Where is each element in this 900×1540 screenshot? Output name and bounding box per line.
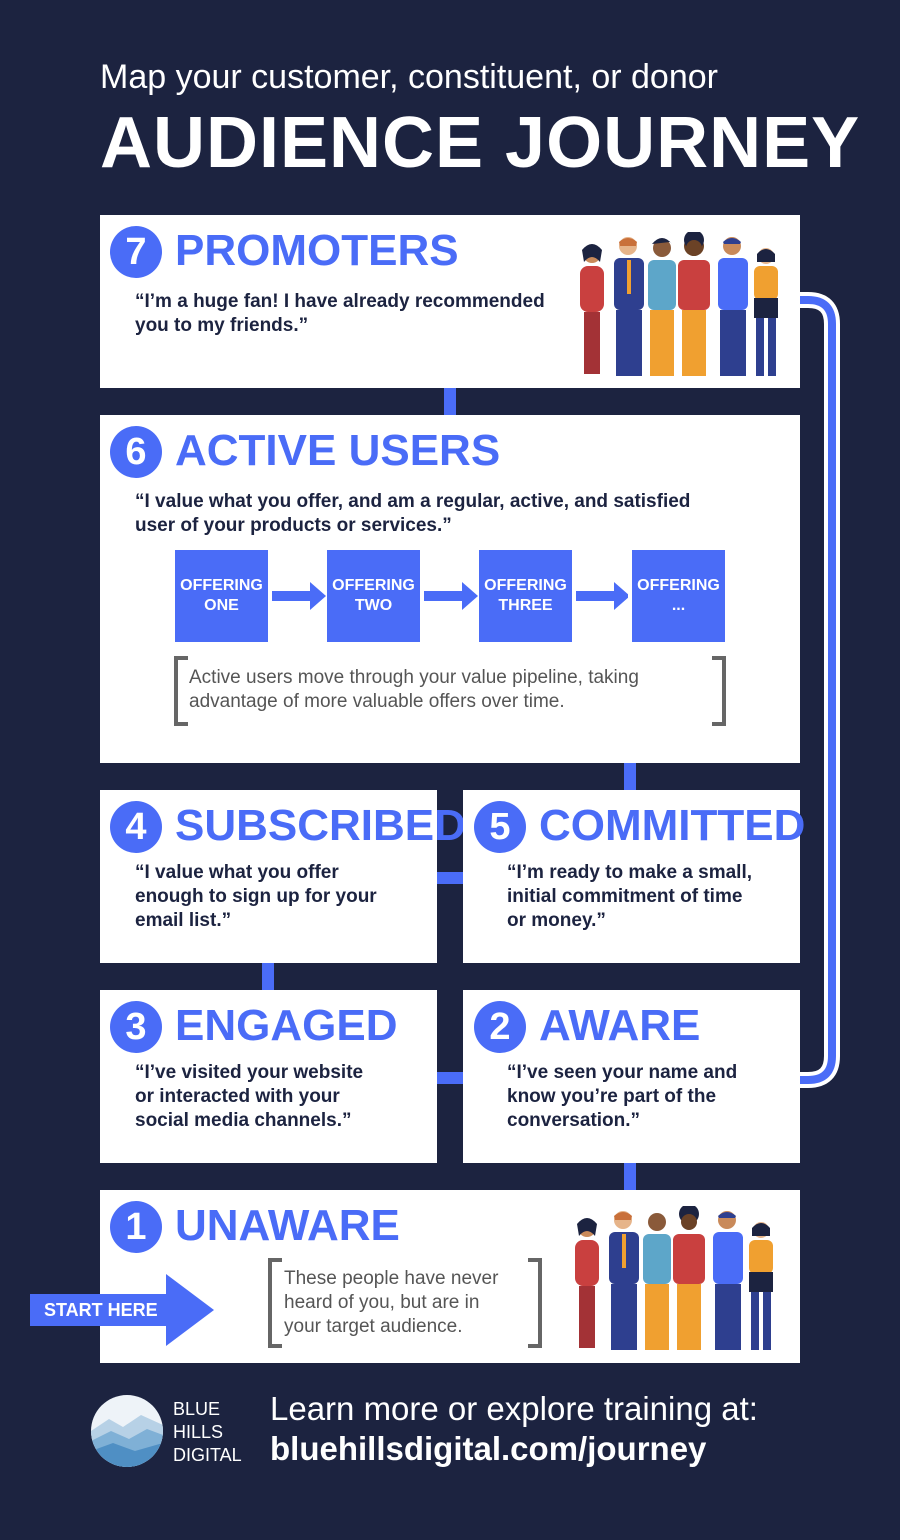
people-illustration — [580, 232, 778, 376]
person — [673, 1206, 705, 1350]
brand-name: BLUE — [173, 1399, 221, 1419]
person — [749, 1222, 773, 1350]
stage-quote: “I value what you offer — [135, 862, 339, 883]
stage-quote: “I’m a huge fan! I have already recommen… — [135, 291, 545, 312]
stage-name: UNAWARE — [175, 1201, 400, 1250]
stage-quote: email list.” — [135, 910, 232, 931]
offering-arrows — [272, 582, 628, 610]
offering-label: OFFERING — [332, 577, 415, 594]
stage-quote: enough to sign up for your — [135, 886, 377, 907]
offering-label: OFFERING — [484, 577, 567, 594]
stage-number: 4 — [110, 801, 162, 853]
offering-box: OFFERING ... — [632, 550, 725, 642]
offering-label: OFFERING — [180, 577, 263, 594]
journey-link[interactable]: bluehillsdigital.com/journey — [270, 1430, 707, 1467]
stage-quote: you to my friends.” — [135, 315, 309, 336]
stage-note: Active users move through your value pip… — [189, 667, 639, 688]
person — [575, 1218, 599, 1348]
offering-label: TWO — [354, 597, 393, 614]
stage-quote: “I’m ready to make a small, — [507, 862, 753, 883]
page-title: AUDIENCE JOURNEY — [100, 103, 861, 183]
stage-number: 7 — [110, 226, 162, 278]
offering-box: OFFERING TWO — [327, 550, 420, 642]
stage-quote: initial commitment of time — [507, 886, 743, 907]
stage-note: advantage of more valuable offers over t… — [189, 691, 565, 712]
stage-name: SUBSCRIBED — [175, 801, 466, 850]
loop-arrow-outline — [795, 292, 840, 1088]
learn-more-text: Learn more or explore training at: — [270, 1390, 758, 1427]
stage-name: PROMOTERS — [175, 226, 459, 275]
stage-name: ENGAGED — [175, 1001, 398, 1050]
stage-number: 5 — [474, 801, 526, 853]
brand-name: DIGITAL — [173, 1445, 242, 1465]
bracket — [268, 1258, 542, 1348]
stage-name: ACTIVE USERS — [175, 426, 501, 475]
stage-name: AWARE — [539, 1001, 701, 1050]
person — [609, 1211, 639, 1350]
loop-arrow — [795, 296, 836, 1084]
brand-name: HILLS — [173, 1422, 224, 1442]
stage-quote: know you’re part of the — [507, 1086, 717, 1107]
stage-note: These people have never — [284, 1268, 499, 1289]
stage-quote: social media channels.” — [135, 1110, 352, 1131]
stage-quote: “I’ve visited your website — [135, 1062, 364, 1083]
stage-number: 1 — [110, 1201, 162, 1253]
person — [643, 1213, 671, 1350]
offering-label: THREE — [498, 597, 553, 614]
stage-number: 6 — [110, 426, 162, 478]
brand-logo — [91, 1395, 163, 1467]
offering-label: ONE — [204, 597, 239, 614]
stage-quote: user of your products or services.” — [135, 515, 452, 536]
stage-number: 3 — [110, 1001, 162, 1053]
stage-quote: or money.” — [507, 910, 606, 931]
person — [614, 237, 644, 376]
person — [713, 1211, 743, 1350]
stage-quote: “I’ve seen your name and — [507, 1062, 738, 1083]
people-illustration — [575, 1206, 773, 1350]
start-here-label: START HERE — [38, 1298, 164, 1323]
bracket — [174, 656, 726, 726]
person — [678, 232, 710, 376]
person — [754, 248, 778, 376]
stage-name: COMMITTED — [539, 801, 806, 850]
subtitle: Map your customer, constituent, or donor — [100, 58, 718, 96]
offering-label: OFFERING — [637, 577, 720, 594]
offering-label: ... — [671, 597, 686, 614]
stage-quote: or interacted with your — [135, 1086, 340, 1107]
stage-quote: conversation.” — [507, 1110, 641, 1131]
stage-number: 2 — [474, 1001, 526, 1053]
stage-note: your target audience. — [284, 1316, 463, 1337]
person — [718, 237, 748, 376]
stage-quote: “I value what you offer, and am a regula… — [135, 491, 691, 512]
stage-note: heard of you, but are in — [284, 1292, 480, 1313]
offering-box: OFFERING ONE — [175, 550, 268, 642]
offering-box: OFFERING THREE — [479, 550, 572, 642]
person — [648, 238, 676, 376]
person — [580, 244, 604, 374]
